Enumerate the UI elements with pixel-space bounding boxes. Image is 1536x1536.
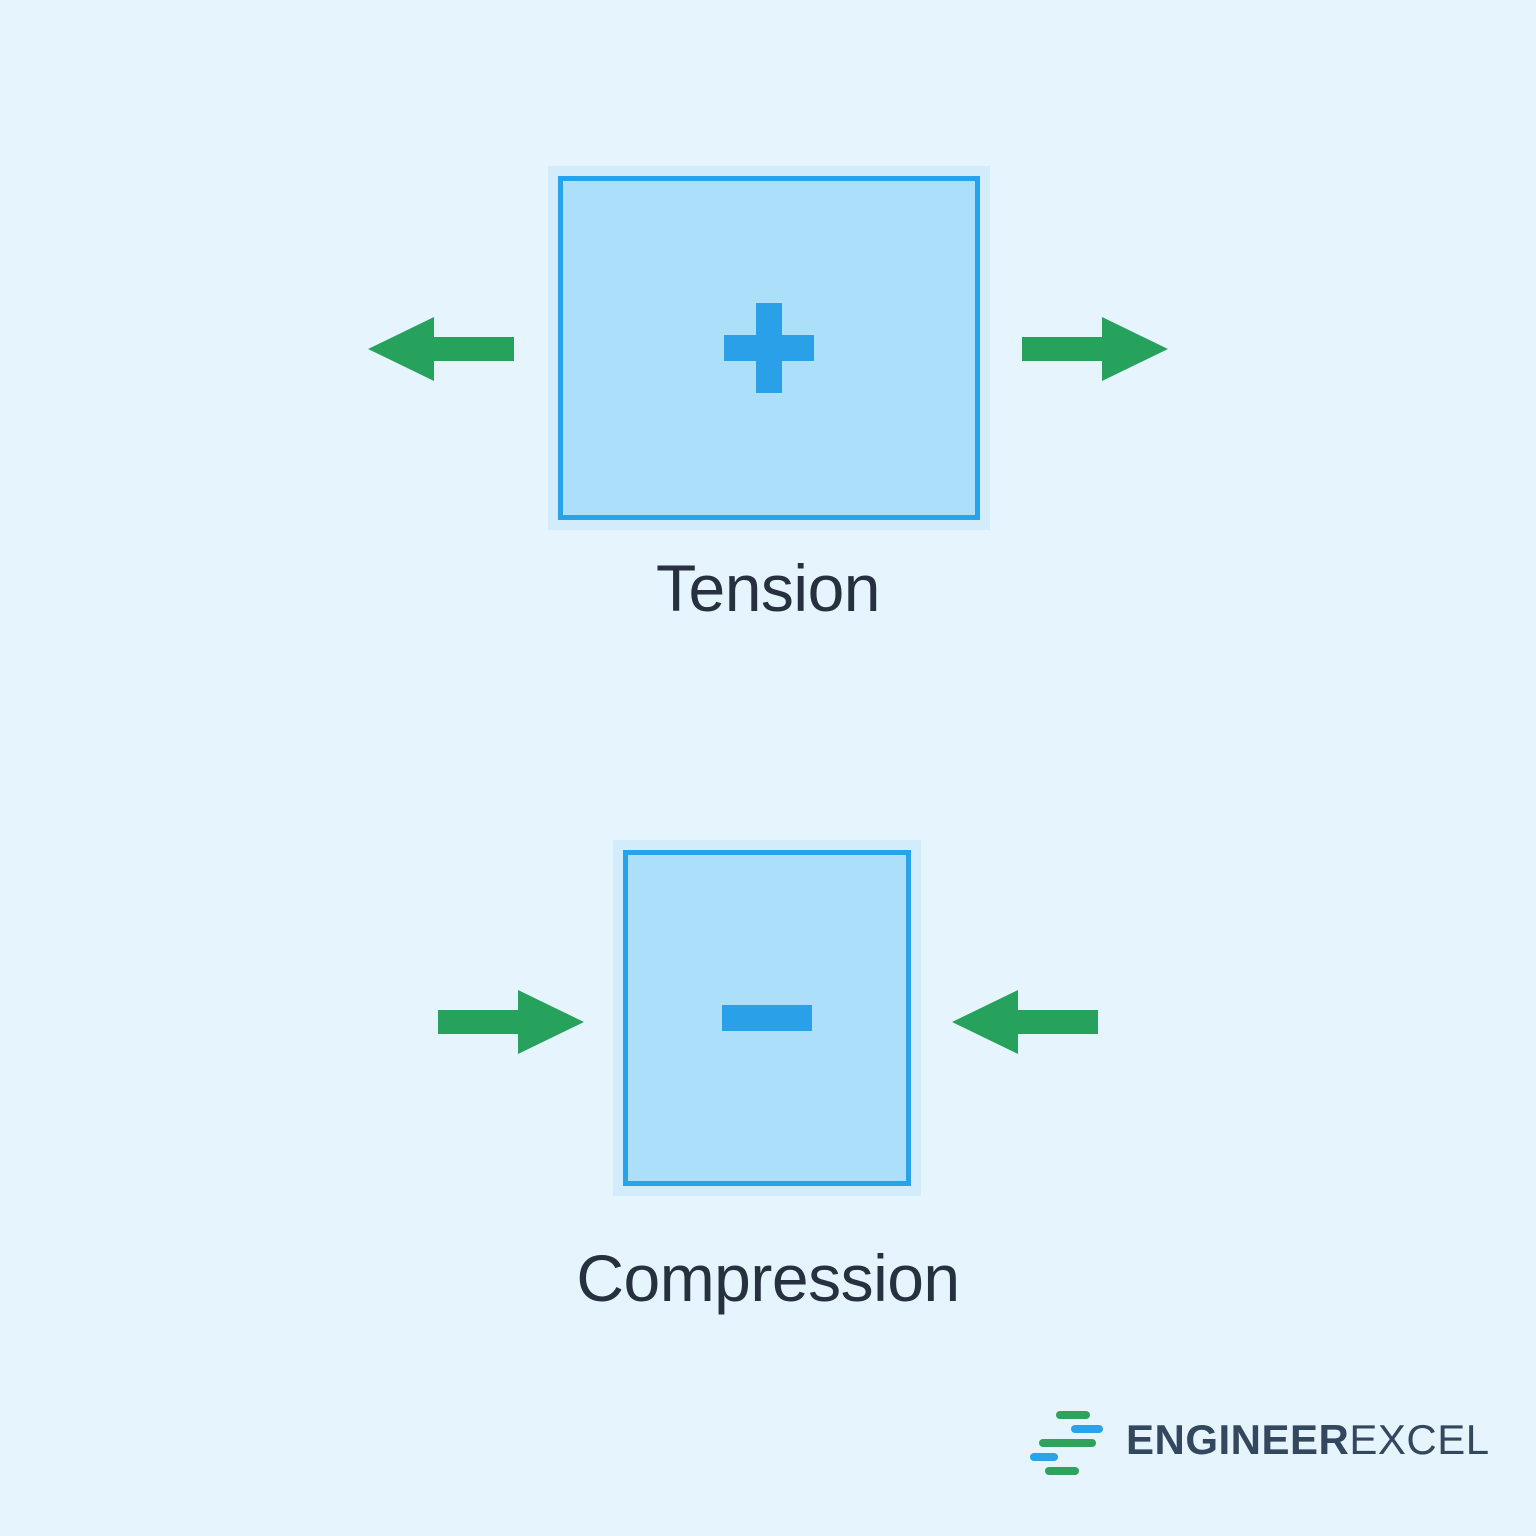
logo-dash-3 (1039, 1439, 1096, 1447)
engineerexcel-logo: ENGINEER EXCEL (1030, 1405, 1490, 1475)
logo-dash-2 (1071, 1425, 1103, 1433)
minus-horizontal-bar (722, 1005, 812, 1031)
plus-vertical-bar (756, 303, 782, 393)
plus-sign-icon (724, 303, 814, 393)
compression-right-arrow-inward (952, 990, 1098, 1054)
logo-dash-1 (1056, 1411, 1090, 1419)
logo-word-engineer: ENGINEER (1126, 1416, 1350, 1463)
minus-sign-icon (722, 1005, 812, 1031)
tension-caption: Tension (656, 551, 881, 625)
tension-specimen-box (558, 176, 980, 520)
tension-right-arrow-outward (1022, 317, 1168, 381)
compression-left-arrow-inward (438, 990, 584, 1054)
logo-dash-5 (1045, 1467, 1079, 1475)
compression-specimen-box (623, 850, 911, 1186)
tension-left-arrow-outward (368, 317, 514, 381)
logo-dash-4 (1030, 1453, 1058, 1461)
logo-word-excel: EXCEL (1349, 1416, 1490, 1463)
logo-wordmark: ENGINEER EXCEL (1126, 1419, 1490, 1461)
logo-mark-icon (1030, 1405, 1110, 1475)
compression-caption: Compression (576, 1241, 960, 1315)
